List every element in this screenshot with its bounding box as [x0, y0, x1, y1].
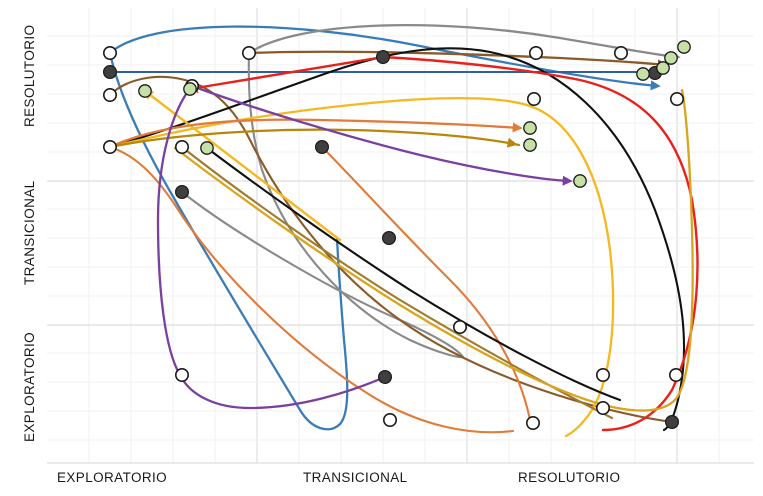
start-node	[595, 400, 610, 415]
series-path-yellow-arrow	[142, 89, 342, 242]
series-path-purple-2	[178, 373, 387, 410]
waypoint-node	[175, 185, 190, 200]
series-path-purple	[156, 84, 194, 377]
end-node	[523, 138, 537, 152]
series-path-purple-3	[190, 84, 573, 186]
start-node	[175, 367, 190, 382]
series-path-blue	[108, 25, 661, 91]
series-path-orange-descend	[108, 145, 515, 434]
waypoint-node	[382, 231, 397, 246]
end-node	[200, 141, 214, 155]
y-tick-label-exploratorio: EXPLORATORIO	[22, 331, 37, 442]
waypoint-node	[315, 140, 330, 155]
start-node	[613, 45, 628, 60]
series-path-orange	[108, 118, 523, 149]
series-path-black	[108, 47, 686, 432]
series-path-black-2	[205, 146, 622, 402]
x-tick-label-exploratorio: EXPLORATORIO	[57, 470, 168, 485]
end-node	[677, 40, 691, 54]
start-node	[382, 412, 397, 427]
end-nodes	[138, 40, 691, 188]
end-node	[664, 51, 678, 65]
waypoint-node	[102, 64, 117, 79]
waypoint-node	[664, 415, 679, 430]
y-tick-label-transicional: TRANSICIONAL	[22, 180, 37, 285]
end-node	[636, 67, 650, 81]
start-node	[595, 367, 610, 382]
start-node	[103, 45, 118, 60]
series-path-blue-descend	[108, 51, 349, 431]
grid-major-vertical	[256, 8, 678, 463]
start-node	[525, 415, 540, 430]
end-node	[138, 84, 152, 98]
series-path-gold	[173, 88, 694, 412]
end-node	[523, 121, 537, 135]
series-path-brown	[247, 50, 668, 70]
series-path-red-arrow	[187, 55, 385, 93]
waypoint-node	[378, 370, 393, 385]
series-path-red	[381, 55, 699, 432]
series-path-yellow	[108, 97, 615, 438]
y-tick-label-resolutorio: RESOLUTORIO	[22, 24, 37, 127]
start-node	[103, 88, 118, 103]
series-path-olive	[108, 128, 521, 149]
series-path-grey	[247, 24, 681, 62]
end-node	[656, 61, 670, 75]
start-node	[103, 140, 118, 155]
end-node	[183, 82, 197, 96]
series-path-grey-2	[180, 190, 465, 359]
start-node	[668, 367, 683, 382]
x-tick-label-transicional: TRANSICIONAL	[303, 470, 408, 485]
x-tick-label-resolutorio: RESOLUTORIO	[518, 470, 621, 485]
series-path-grey-descend	[247, 51, 465, 359]
start-node	[526, 92, 541, 107]
start-node	[528, 45, 543, 60]
start-node	[669, 92, 684, 107]
end-node	[573, 174, 587, 188]
series-path-orange-2	[320, 145, 532, 422]
start-node	[242, 45, 257, 60]
start-node	[175, 140, 190, 155]
start-node	[452, 319, 467, 334]
waypoint-node	[376, 49, 391, 64]
